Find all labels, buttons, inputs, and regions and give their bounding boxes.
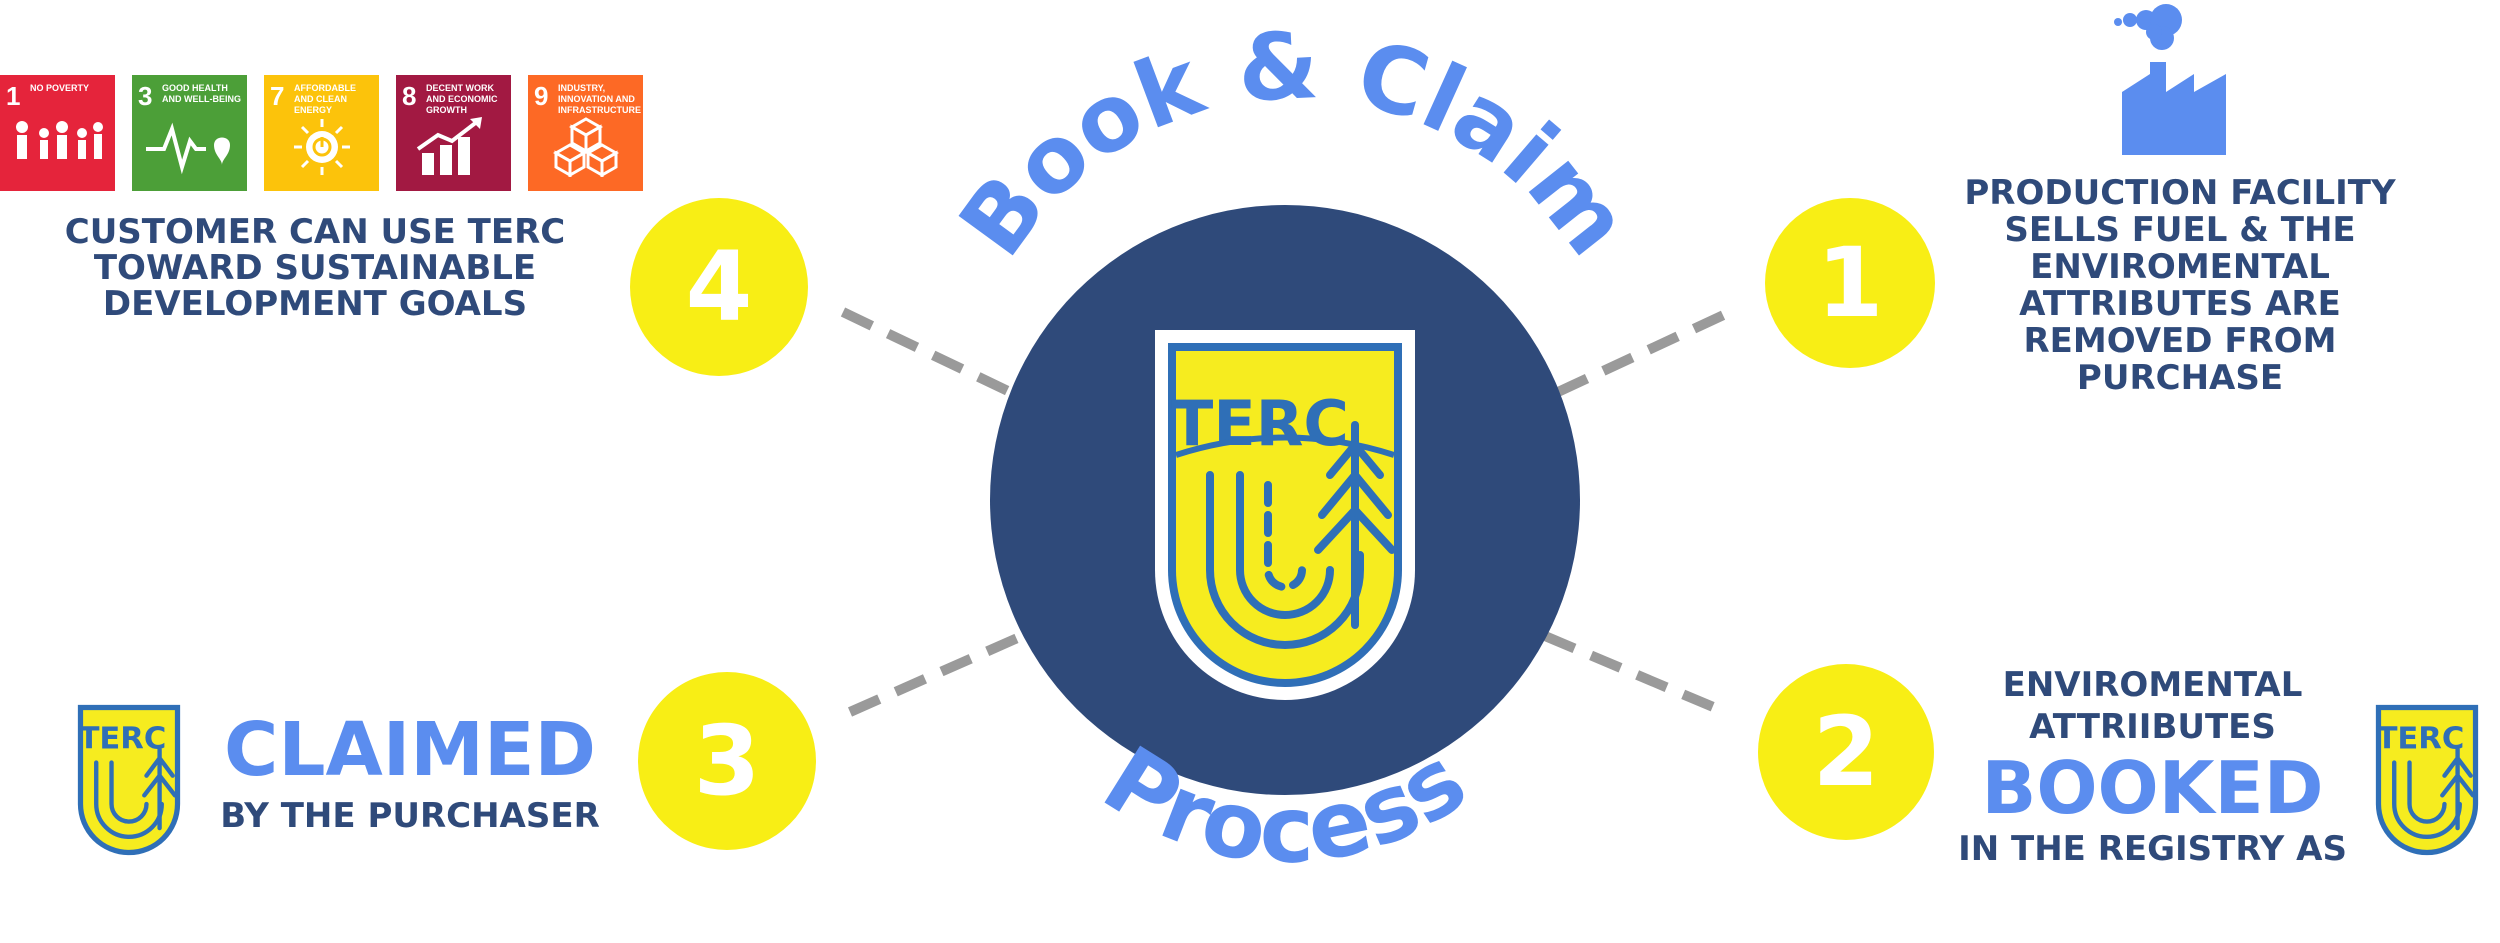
sdg-label: INDUSTRY, INNOVATION AND INFRASTRUCTURE	[558, 83, 641, 115]
terc-logo-small-right: TERC	[2375, 704, 2479, 856]
step-4-line: TOWARD SUSTAINABLE	[93, 248, 537, 288]
sdg-tile-1: 1 NO POVERTY	[0, 75, 115, 191]
step-1-line: REMOVED FROM	[2023, 321, 2337, 361]
terc-logo-small-left: TERC	[77, 704, 181, 856]
step-4-line: CUSTOMER CAN USE TERC	[64, 212, 566, 252]
cubes-icon	[552, 117, 620, 177]
svg-text:TERC: TERC	[2377, 722, 2465, 757]
claimed-word: CLAIMED	[224, 707, 596, 793]
step-2-description: ENVIROMENTAL ATTRIIBUTES BOOKED IN THE R…	[1950, 664, 2355, 870]
booked-word: BOOKED	[1981, 746, 2324, 830]
sdg-label: AFFORDABLE AND CLEAN ENERGY	[294, 83, 356, 115]
family-icon	[16, 121, 103, 159]
step-1-line: PURCHASE	[2076, 358, 2284, 398]
step-1-line: SELLS FUEL & THE	[2004, 210, 2356, 250]
sdg-number: 1	[6, 81, 21, 111]
sdg-tile-7: 7 AFFORDABLE AND CLEAN ENERGY	[264, 75, 379, 191]
growth-chart-icon	[416, 117, 482, 175]
terc-logo-large: TERC	[1155, 330, 1415, 700]
step-3-badge: 3	[638, 672, 816, 850]
sdg-tile-3: 3 GOOD HEALTH AND WELL-BEING	[132, 75, 247, 191]
step-1-line: ENVIROMENTAL	[2030, 247, 2330, 287]
sdg-number: 9	[534, 81, 549, 111]
step-1-description: PRODUCTION FACILITY SELLS FUEL & THE ENV…	[1930, 175, 2430, 397]
step-2-line: IN THE REGISTRY AS	[1958, 829, 2347, 869]
step-1-line: PRODUCTION FACILITY	[1964, 173, 2396, 213]
step-2-line: ATTRIIBUTES	[2029, 707, 2276, 747]
connector-step-1	[1555, 307, 1733, 397]
sdg-tile-8: 8 DECENT WORK AND ECONOMIC GROWTH	[396, 75, 511, 191]
sdg-tile-9: 9 INDUSTRY, INNOVATION AND INFRASTRUCTUR…	[528, 75, 643, 191]
sdg-label: NO POVERTY	[30, 83, 90, 93]
sdg-number: 8	[402, 81, 417, 111]
factory-icon	[2114, 4, 2226, 155]
sdg-number: 7	[270, 81, 285, 111]
step-1-badge: 1	[1765, 198, 1935, 368]
step-4-description: CUSTOMER CAN USE TERC TOWARD SUSTAINABLE…	[60, 214, 570, 322]
step-2-badge: 2	[1758, 664, 1934, 840]
connector-step-4	[840, 307, 1013, 397]
sdg-number: 3	[138, 81, 153, 111]
step-2-line: ENVIROMENTAL	[2002, 665, 2303, 705]
sdg-label: DECENT WORK AND ECONOMIC GROWTH	[426, 83, 498, 115]
step-4-badge: 4	[630, 198, 808, 376]
svg-text:TERC: TERC	[79, 722, 167, 757]
step-4-line: DEVELOPMENT GOALS	[102, 284, 528, 324]
sun-power-icon	[294, 119, 350, 175]
step-1-line: ATTRIBUTES ARE	[2019, 284, 2341, 324]
connector-step-3	[847, 631, 1025, 717]
connector-step-2	[1543, 631, 1727, 717]
heartbeat-icon	[146, 122, 230, 175]
claimed-subtext: BY THE PURCHASER	[220, 796, 600, 836]
sdg-label: GOOD HEALTH AND WELL-BEING	[162, 83, 241, 104]
